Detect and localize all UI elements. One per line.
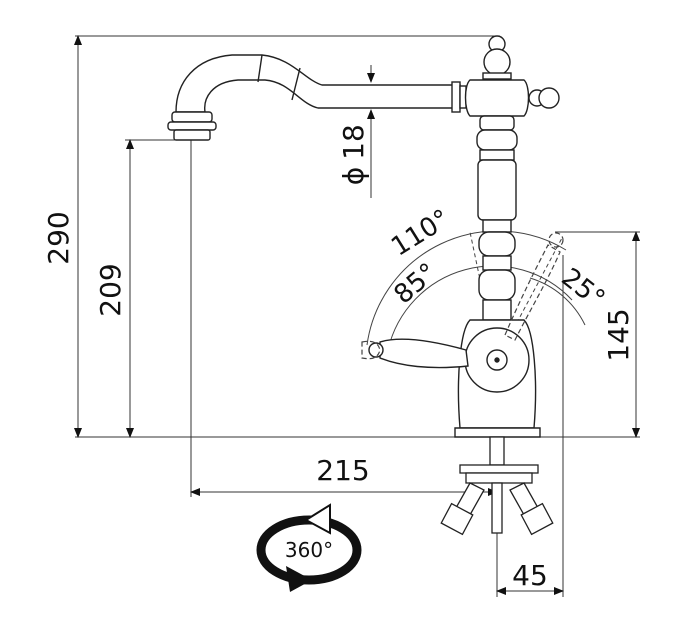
column-ring-3	[482, 255, 512, 271]
base-plate	[454, 427, 541, 438]
head-block	[464, 79, 530, 117]
ghost-tip-right	[548, 232, 564, 248]
column-bulge-3	[478, 269, 516, 301]
dimension-lines	[74, 35, 640, 597]
rotation-label: 360°	[285, 538, 333, 562]
finial-base	[482, 72, 512, 80]
column-bulge-1	[476, 129, 518, 151]
label-angle-outer: 110°	[386, 204, 455, 263]
column-collar-1	[479, 115, 515, 131]
label-diameter-symbol: ϕ	[337, 167, 370, 185]
mounting-stud	[489, 436, 505, 466]
threaded-rod	[491, 482, 503, 534]
column-neck	[482, 299, 512, 321]
spout-ring-1	[451, 81, 461, 113]
arc-25	[529, 277, 586, 326]
hose-nut-right	[520, 502, 554, 536]
mounting-nut	[465, 472, 533, 484]
arc-110	[366, 230, 567, 346]
finial-knob	[483, 48, 511, 76]
label-offset: 45	[512, 559, 548, 592]
column-bulge-2	[478, 231, 516, 257]
rotation-symbol: 360°	[256, 503, 362, 592]
column-shaft	[477, 159, 517, 221]
lever-tip	[368, 342, 384, 358]
ghost-tip-left	[361, 340, 381, 360]
ghost-lever-right	[504, 244, 561, 341]
faucet-body	[167, 35, 560, 438]
mounting-hardware	[440, 436, 554, 536]
spout-seam-2	[291, 67, 301, 101]
column-ring-2	[482, 219, 512, 233]
lever-handle	[379, 338, 469, 369]
spout	[175, 54, 461, 113]
side-knob-outer	[538, 87, 560, 109]
label-angle-inner: 85°	[389, 258, 444, 311]
handle-hub-dot	[494, 357, 500, 363]
mounting-washer	[459, 464, 539, 474]
spout-seam	[257, 54, 263, 83]
ghost-handles	[361, 232, 564, 360]
label-diameter-value: 18	[337, 124, 370, 160]
label-reach: 215	[316, 454, 369, 487]
aerator-collar	[167, 121, 217, 131]
label-height-spout: 209	[94, 263, 127, 316]
label-height-total: 290	[42, 211, 75, 264]
aerator-ring	[171, 111, 213, 123]
arc-85	[387, 265, 573, 351]
column-ring-1	[479, 149, 515, 161]
label-angle-right: 25°	[556, 263, 611, 315]
hose-nut-left	[440, 502, 474, 536]
rotation-arrow-top	[304, 503, 331, 535]
aerator-tip	[173, 129, 211, 141]
rotation-arrow-bottom	[286, 566, 312, 592]
label-height-handle: 145	[602, 308, 635, 361]
